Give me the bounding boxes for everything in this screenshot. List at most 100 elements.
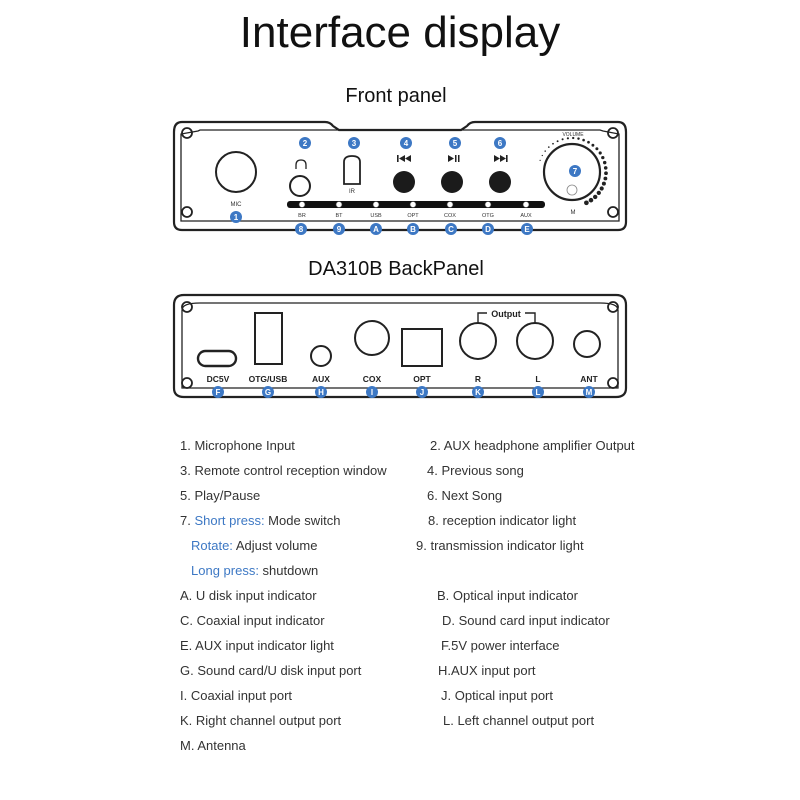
play-pause-icon — [448, 155, 460, 162]
headphone-jack — [289, 175, 311, 197]
volume-scale-ticks — [539, 136, 608, 206]
legend-item-9: 9. transmission indicator light — [416, 538, 584, 553]
volume-tick — [556, 140, 559, 143]
legend-item-f: F.5V power interface — [441, 638, 560, 653]
legend-7-prefix: 7. — [180, 513, 195, 528]
headphone-icon — [295, 159, 307, 169]
volume-tick — [591, 143, 595, 147]
volume-tick — [566, 137, 569, 140]
legend-item-7: 7. Short press: Mode switch — [180, 513, 340, 528]
callout-j-back: J — [416, 386, 428, 398]
indicator-label-otg: OTG — [482, 213, 494, 219]
legend-item-k: K. Right channel output port — [180, 713, 342, 728]
callout-j-back-text: J — [420, 388, 424, 397]
indicator-led — [335, 201, 343, 208]
indicator-label-bt: BT — [335, 213, 343, 219]
callout-7-text: 7 — [573, 167, 578, 176]
callout-m-back-text: M — [586, 388, 593, 397]
front-panel-inner-outline — [180, 129, 620, 222]
aux-input-port — [310, 345, 332, 367]
volume-tick — [596, 190, 601, 196]
legend-item-4: 4. Previous song — [427, 463, 524, 478]
port-label-ant: ANT — [580, 374, 598, 384]
indicator-label-opt: OPT — [407, 213, 419, 219]
coaxial-input-port — [354, 320, 390, 356]
volume-tick — [602, 160, 607, 165]
screw-icon — [607, 206, 619, 218]
callout-i-back: I — [366, 386, 378, 398]
screw-icon — [181, 301, 193, 313]
callout-5-text: 5 — [453, 139, 458, 148]
screw-icon — [607, 127, 619, 139]
indicator-led — [372, 201, 380, 208]
volume-tick — [541, 154, 543, 157]
front-panel-title: Front panel — [345, 85, 447, 107]
callout-k-back: K — [472, 386, 484, 398]
indicator-led — [298, 201, 306, 208]
legend-item-d: D. Sound card input indicator — [442, 613, 610, 628]
indicator-led — [484, 201, 492, 208]
callout-3-text: 3 — [352, 139, 357, 148]
volume-tick — [598, 151, 602, 155]
back-panel-inner-outline — [181, 302, 619, 389]
back-panel-outline — [172, 293, 628, 399]
legend-7c-text: shutdown — [258, 563, 319, 578]
callout-2-text: 2 — [303, 139, 308, 148]
screw-icon — [607, 301, 619, 313]
screw-icon — [181, 206, 193, 218]
volume-tick — [603, 166, 608, 170]
legend-item-3: 3. Remote control reception window — [180, 463, 387, 478]
volume-tick — [601, 181, 606, 186]
volume-tick — [601, 155, 605, 160]
callout-b: B — [407, 223, 419, 235]
callout-a-text: A — [373, 225, 379, 234]
volume-tick — [547, 146, 550, 148]
ir-label: IR — [349, 189, 356, 195]
antenna-port — [573, 330, 601, 358]
output-label: Output — [491, 309, 521, 319]
callout-h-back: H — [315, 386, 327, 398]
callout-c-text: C — [448, 225, 454, 234]
volume-knob-indicator — [566, 184, 578, 196]
volume-tick — [587, 140, 590, 144]
optical-input-port — [401, 328, 443, 367]
callout-g-back: G — [262, 386, 274, 398]
callout-b-text: B — [410, 225, 416, 234]
volume-tick — [595, 147, 599, 151]
volume-tick — [588, 197, 594, 203]
indicator-led — [409, 201, 417, 208]
ir-window — [343, 155, 361, 185]
port-label-aux: AUX — [312, 374, 330, 384]
port-label-l: L — [535, 374, 540, 384]
callout-l-back: L — [532, 386, 544, 398]
legend-item-7-rotate: Rotate: Adjust volume — [191, 538, 317, 553]
left-output-port — [516, 322, 554, 360]
callout-7: 7 — [569, 165, 581, 177]
callout-9: 9 — [333, 223, 345, 235]
callout-a: A — [370, 223, 382, 235]
callout-6: 6 — [494, 137, 506, 149]
callout-6-text: 6 — [498, 139, 503, 148]
volume-tick — [584, 200, 589, 206]
legend-item-e: E. AUX input indicator light — [180, 638, 334, 653]
callout-f-back-text: F — [216, 388, 221, 397]
next-icon — [494, 155, 508, 162]
volume-tick — [603, 176, 608, 181]
callout-e-text: E — [524, 225, 530, 234]
callout-e: E — [521, 223, 533, 235]
screw-icon — [181, 377, 193, 389]
port-label-r: R — [475, 374, 481, 384]
dc5v-port — [196, 349, 238, 368]
legend-item-7-long: Long press: shutdown — [191, 563, 318, 578]
callout-f-back: F — [212, 386, 224, 398]
knob-label: M — [571, 210, 576, 216]
port-label-otg-usb: OTG/USB — [249, 374, 288, 384]
legend-item-6: 6. Next Song — [427, 488, 503, 503]
port-label-cox: COX — [363, 374, 382, 384]
callout-c: C — [445, 223, 457, 235]
volume-tick — [604, 171, 608, 176]
callout-h-back-text: H — [318, 388, 324, 397]
legend-item-j: J. Optical input port — [441, 688, 553, 703]
volume-knob — [542, 142, 602, 202]
